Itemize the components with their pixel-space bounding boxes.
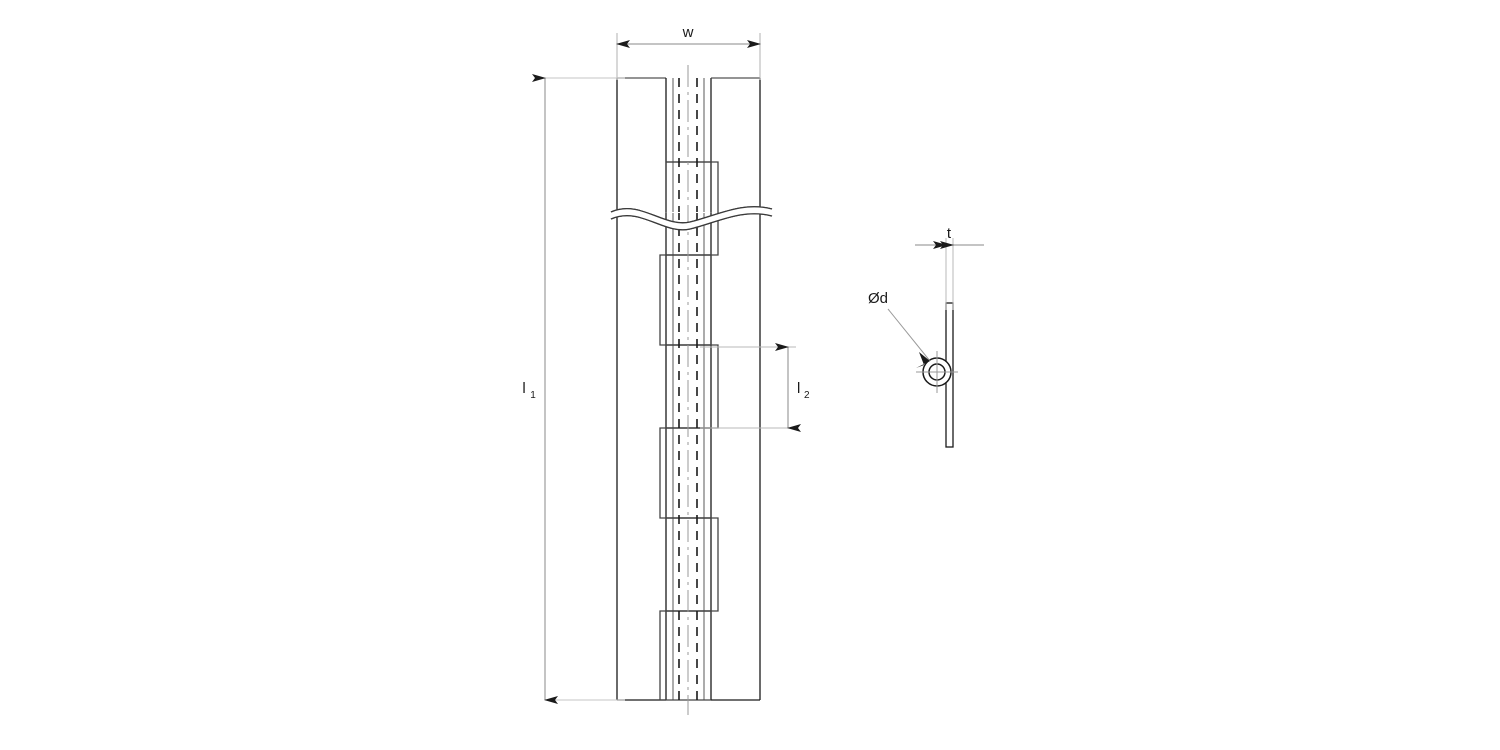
pin-centermark <box>916 351 958 393</box>
dimension-w: w <box>616 24 761 80</box>
hinge-leaf-lower <box>616 213 761 701</box>
dimension-l1: l 1 <box>522 74 625 704</box>
section-view: Ød t <box>868 225 984 448</box>
knuckle-tabs <box>659 78 719 701</box>
dimension-l2: l 2 <box>700 343 810 432</box>
diameter-leader-arrowhead <box>916 352 930 368</box>
front-view: w l 1 l 2 <box>522 24 810 715</box>
dimension-label-l1: l <box>522 380 525 397</box>
dimension-sublabel-l1: 1 <box>530 390 536 401</box>
diameter-leader <box>887 308 931 368</box>
pin-bore-hidden-lines <box>678 78 698 700</box>
dimension-sublabel-l2: 2 <box>804 390 810 401</box>
hinge-leaf-upper <box>616 77 761 212</box>
dimension-label-w: w <box>682 24 694 41</box>
dimension-label-d: Ød <box>868 290 888 307</box>
dimension-label-l2: l <box>797 380 800 397</box>
dimension-label-t: t <box>947 225 952 242</box>
break-line-strokes <box>610 206 773 231</box>
dimension-t: t <box>915 225 984 310</box>
break-line-fill <box>611 206 772 230</box>
